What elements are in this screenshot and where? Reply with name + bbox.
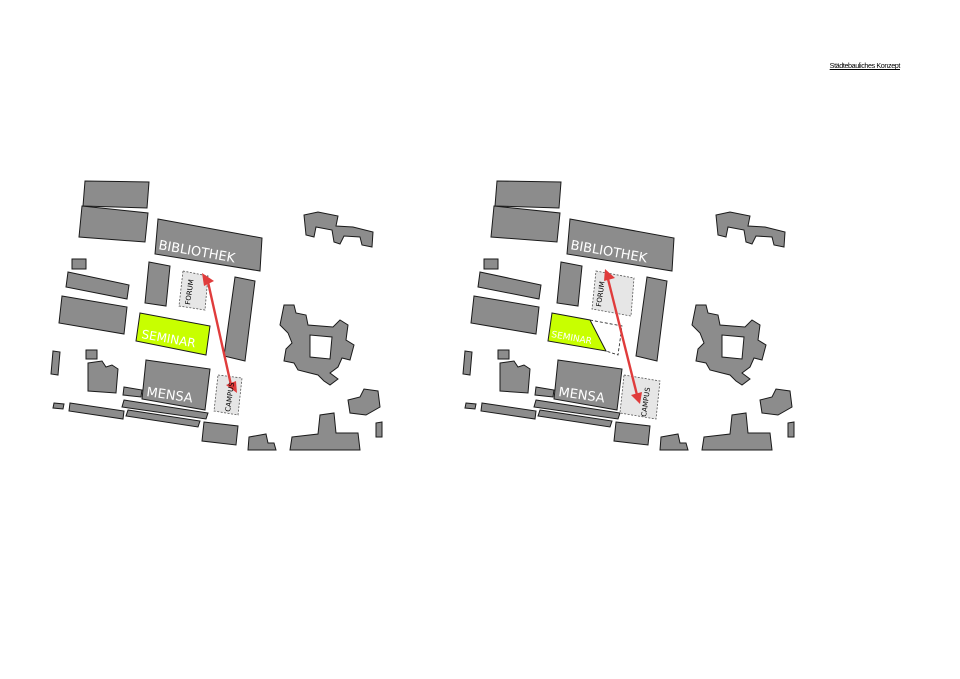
site-plan-svg: BIBLIOTHEK SEMINAR MENSA FORUM CAMPUS — [462, 180, 795, 451]
label-forum: FORUM — [184, 279, 195, 305]
building — [477, 271, 542, 300]
forum-area — [178, 270, 209, 311]
building — [659, 433, 689, 451]
building — [50, 350, 61, 376]
building — [490, 205, 561, 243]
building — [701, 412, 773, 451]
building — [534, 386, 555, 398]
building — [65, 271, 130, 300]
site-plan-svg: BIBLIOTHEK SEMINAR MENSA FORUM CAMPUS — [50, 180, 383, 451]
building — [141, 359, 211, 411]
building — [347, 388, 381, 416]
building — [122, 386, 143, 398]
building — [691, 304, 767, 386]
building — [58, 295, 128, 335]
label-mensa: MENSA — [145, 385, 193, 406]
building — [303, 211, 374, 248]
building — [556, 261, 583, 307]
site-plan-variant-2: BIBLIOTHEK SEMINAR MENSA FORUM CAMPUS — [460, 175, 800, 455]
building — [82, 180, 150, 209]
site-plan-variant-1: BIBLIOTHEK SEMINAR MENSA FORUM CAMPUS — [48, 175, 388, 455]
building — [144, 261, 171, 307]
seminar-building — [135, 312, 211, 356]
building — [533, 399, 621, 420]
building — [635, 276, 668, 362]
building — [499, 360, 531, 394]
building — [279, 304, 355, 386]
building — [759, 388, 793, 416]
building — [497, 349, 510, 360]
building — [553, 359, 623, 411]
building — [87, 360, 119, 394]
building — [462, 350, 473, 376]
building — [480, 402, 537, 420]
building — [464, 402, 477, 410]
label-forum: FORUM — [595, 281, 606, 307]
building — [125, 409, 201, 428]
building — [483, 258, 499, 270]
building — [289, 412, 361, 451]
connection-arrow — [202, 273, 237, 393]
building — [537, 409, 613, 428]
building — [613, 421, 651, 446]
forum-area — [591, 270, 635, 317]
building — [787, 421, 795, 438]
building — [247, 433, 277, 451]
building — [715, 211, 786, 248]
building — [223, 276, 256, 362]
building — [375, 421, 383, 438]
building — [154, 218, 263, 272]
connection-arrow — [604, 269, 642, 404]
building — [78, 205, 149, 243]
page-title: Städtebauliches Konzept — [829, 61, 901, 70]
building — [68, 402, 125, 420]
building — [470, 295, 540, 335]
building — [201, 421, 239, 446]
seminar-removed-outline — [589, 319, 623, 356]
seminar-building — [547, 312, 607, 352]
label-mensa: MENSA — [557, 385, 605, 406]
building — [85, 349, 98, 360]
building — [494, 180, 562, 209]
building — [121, 399, 209, 420]
building — [71, 258, 87, 270]
building — [566, 218, 675, 272]
building — [52, 402, 65, 410]
